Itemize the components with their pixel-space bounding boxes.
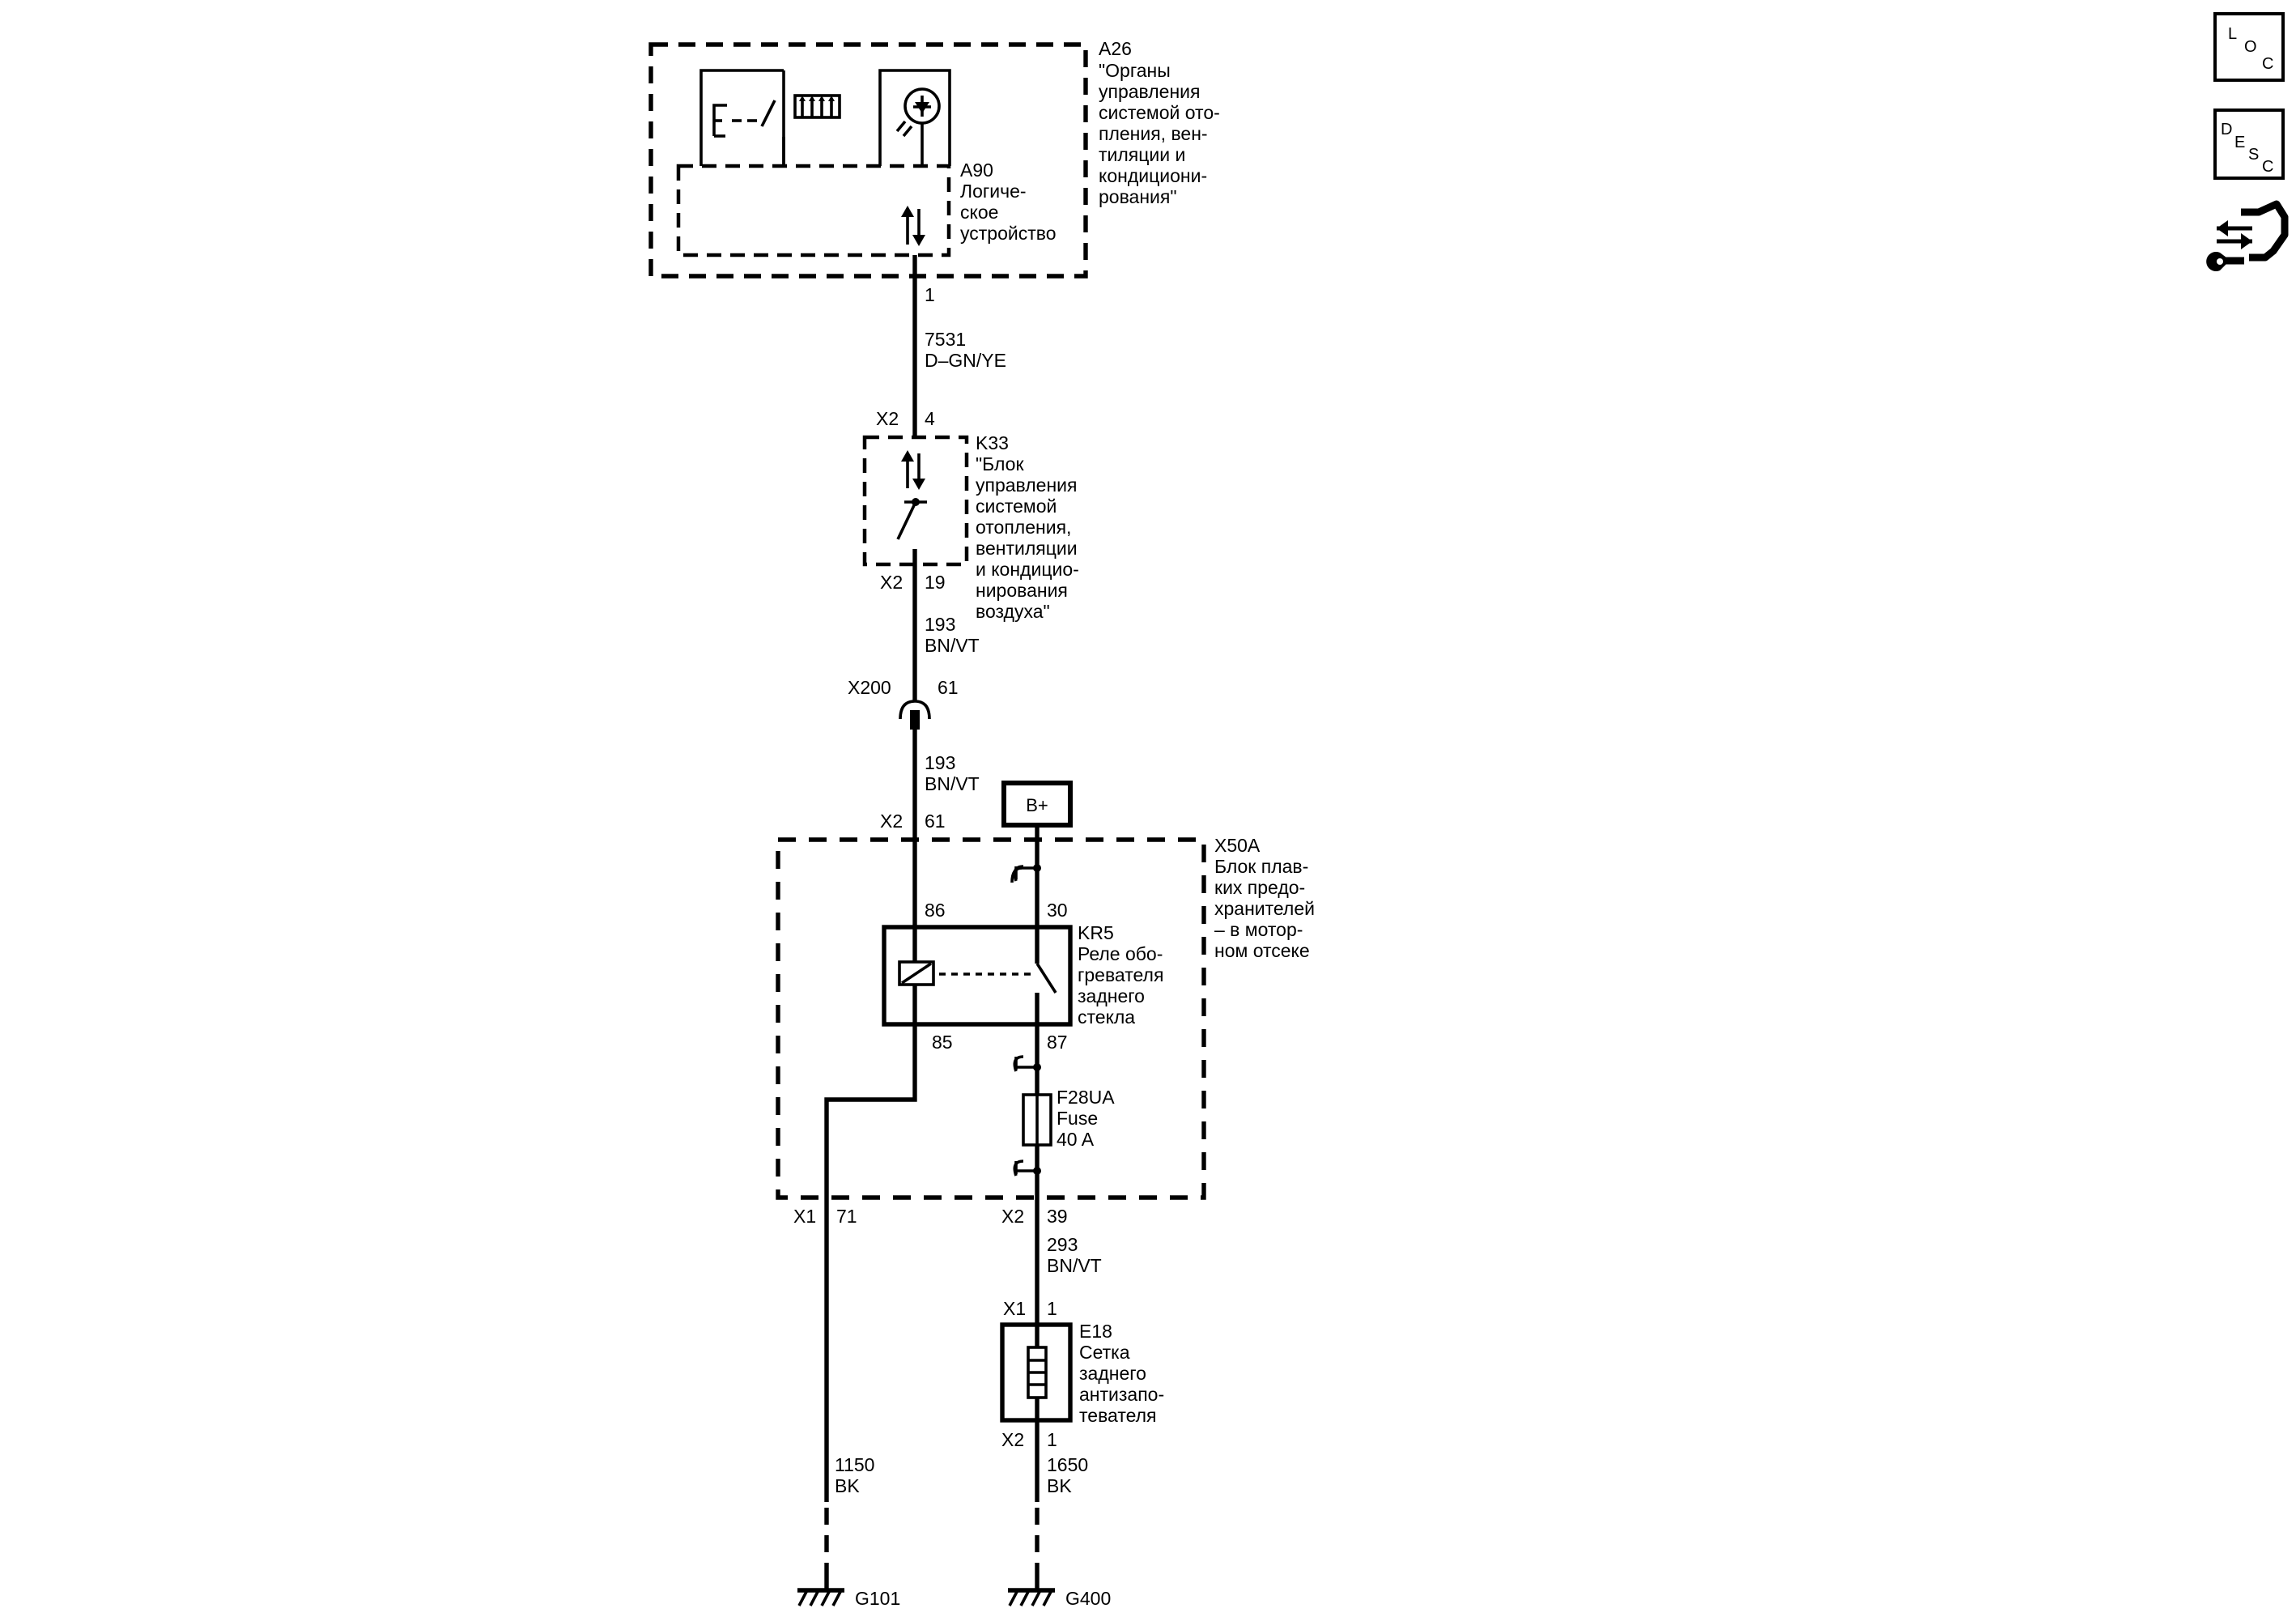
wire-193a-color: BN/VT (925, 635, 980, 656)
kr5-pin-85: 85 (932, 1032, 953, 1053)
x50a-in-connector: X2 (880, 811, 903, 832)
ground-icon (1008, 1579, 1055, 1606)
location-view-button[interactable]: L O C (2213, 12, 2285, 82)
a26-hvac-controls: A26 "Органы управления системой ото- пле… (648, 38, 1225, 279)
wire-193-lower: 193 BN/VT (912, 730, 980, 840)
wire-7531-color: D–GN/YE (925, 350, 1006, 371)
f28ua-rating: 40 A (1057, 1129, 1095, 1150)
f28ua-label: F28UA (1057, 1087, 1115, 1108)
relay-contact-icon (1035, 963, 1057, 994)
wire-193a-circuit: 193 (925, 614, 955, 635)
k33-switch-icon (896, 498, 927, 540)
rear-window-heat-icon (793, 94, 841, 119)
k33-description: "Блок управления системой отопления, вен… (976, 453, 1084, 622)
k33-connector-out: X2 (880, 572, 903, 593)
ground-icon (797, 1579, 844, 1606)
wire-193b-circuit: 193 (925, 752, 955, 773)
x50a-label: X50A (1214, 835, 1261, 856)
x50a-description: Блок плав- ких предо- хранителей – в мот… (1214, 856, 1320, 961)
a90-description: Логиче- ское устройство (960, 181, 1057, 244)
x50a-out-left-connector: X1 (793, 1206, 816, 1227)
e18-pin-out: 1 (1047, 1429, 1057, 1450)
desc-letter-d: D (2221, 121, 2232, 138)
loc-letter-c: C (2262, 55, 2273, 73)
kr5-description: Реле обо- гревателя заднего стекла (1078, 943, 1169, 1028)
f28ua-type: Fuse (1057, 1108, 1098, 1129)
x50a-out-right-pin: 39 (1047, 1206, 1068, 1227)
kr5-pin-87: 87 (1047, 1032, 1068, 1053)
e18-description: Сетка заднего антизапо- тевателя (1079, 1342, 1170, 1426)
heater-grid-icon (1027, 1346, 1048, 1399)
x200-connector: X200 61 (848, 677, 959, 730)
wire-1150: 1150 BK (824, 1198, 874, 1579)
indicator-led-icon (878, 69, 951, 166)
wire-293-color: BN/VT (1047, 1255, 1102, 1276)
wire-7531-circuit: 7531 (925, 329, 966, 350)
data-arrows-icon (901, 206, 925, 246)
ground-g400: G400 (1008, 1579, 1111, 1609)
k33-label: K33 (976, 432, 1009, 453)
a26-label: A26 (1099, 38, 1132, 59)
desc-letter-e: E (2234, 134, 2245, 151)
g400-label: G400 (1065, 1588, 1111, 1609)
x50a-fuse-block: X2 61 X50A Блок плав- ких предо- храните… (776, 811, 1320, 1227)
ground-g101: G101 (797, 1579, 900, 1609)
diagnostics-button[interactable] (2206, 200, 2289, 271)
wire-1650: 1650 BK (1035, 1420, 1088, 1579)
k33-pin-in: 4 (925, 408, 935, 429)
k33-pin-out: 19 (925, 572, 946, 593)
connector-wrench-icon (2206, 200, 2289, 271)
a90-label: A90 (960, 160, 993, 181)
x200-pin: 61 (938, 677, 959, 698)
rear-defog-switch-icon (699, 69, 785, 166)
k33-data-arrows-icon (901, 450, 925, 490)
k33-hvac-module: X2 4 K33 "Блок управления системой отопл… (862, 408, 1084, 622)
e18-label: E18 (1079, 1321, 1112, 1342)
wire-1150-color: BK (835, 1475, 860, 1496)
battery-positive: B+ (1001, 781, 1073, 828)
x50a-out-left-pin: 71 (836, 1206, 857, 1227)
a26-description: "Органы управления системой ото- пления,… (1099, 60, 1225, 207)
kr5-relay: KR5 Реле обо- гревателя заднего стекла (882, 922, 1169, 1028)
e18-pin-in: 1 (1047, 1298, 1057, 1319)
desc-letter-c: C (2262, 158, 2273, 176)
x50a-in-pin: 61 (925, 811, 946, 832)
a26-pin-label: 1 (925, 284, 935, 305)
desc-letter-s: S (2248, 146, 2259, 164)
wire-1650-color: BK (1047, 1475, 1072, 1496)
e18-rear-defogger-grid: X1 1 E18 Сетка заднего антизапо- тевател… (1000, 1298, 1170, 1450)
e18-connector-out: X2 (1001, 1429, 1024, 1450)
wire-7531: 1 7531 D–GN/YE (912, 255, 1006, 437)
kr5-pin-30: 30 (1047, 900, 1068, 921)
e18-connector-in: X1 (1003, 1298, 1026, 1319)
x50a-out-right-connector: X2 (1001, 1206, 1024, 1227)
kr5-label: KR5 (1078, 922, 1114, 943)
loc-letter-o: O (2244, 38, 2257, 56)
bplus-label: B+ (1026, 795, 1048, 815)
wire-1650-circuit: 1650 (1047, 1454, 1088, 1475)
kr5-pin-86: 86 (925, 900, 946, 921)
a90-logic-unit (676, 164, 951, 257)
wire-293-circuit: 293 (1047, 1234, 1078, 1255)
loc-letter-l: L (2228, 25, 2237, 43)
g101-label: G101 (855, 1588, 900, 1609)
x200-label: X200 (848, 677, 891, 698)
wire-293: 293 BN/VT (1035, 1198, 1102, 1325)
k33-connector-in: X2 (876, 408, 899, 429)
wire-1150-circuit: 1150 (835, 1454, 874, 1475)
wire-193b-color: BN/VT (925, 773, 980, 794)
wire-193-upper: 193 BN/VT (912, 564, 980, 701)
description-view-button[interactable]: D E S C (2213, 109, 2285, 180)
